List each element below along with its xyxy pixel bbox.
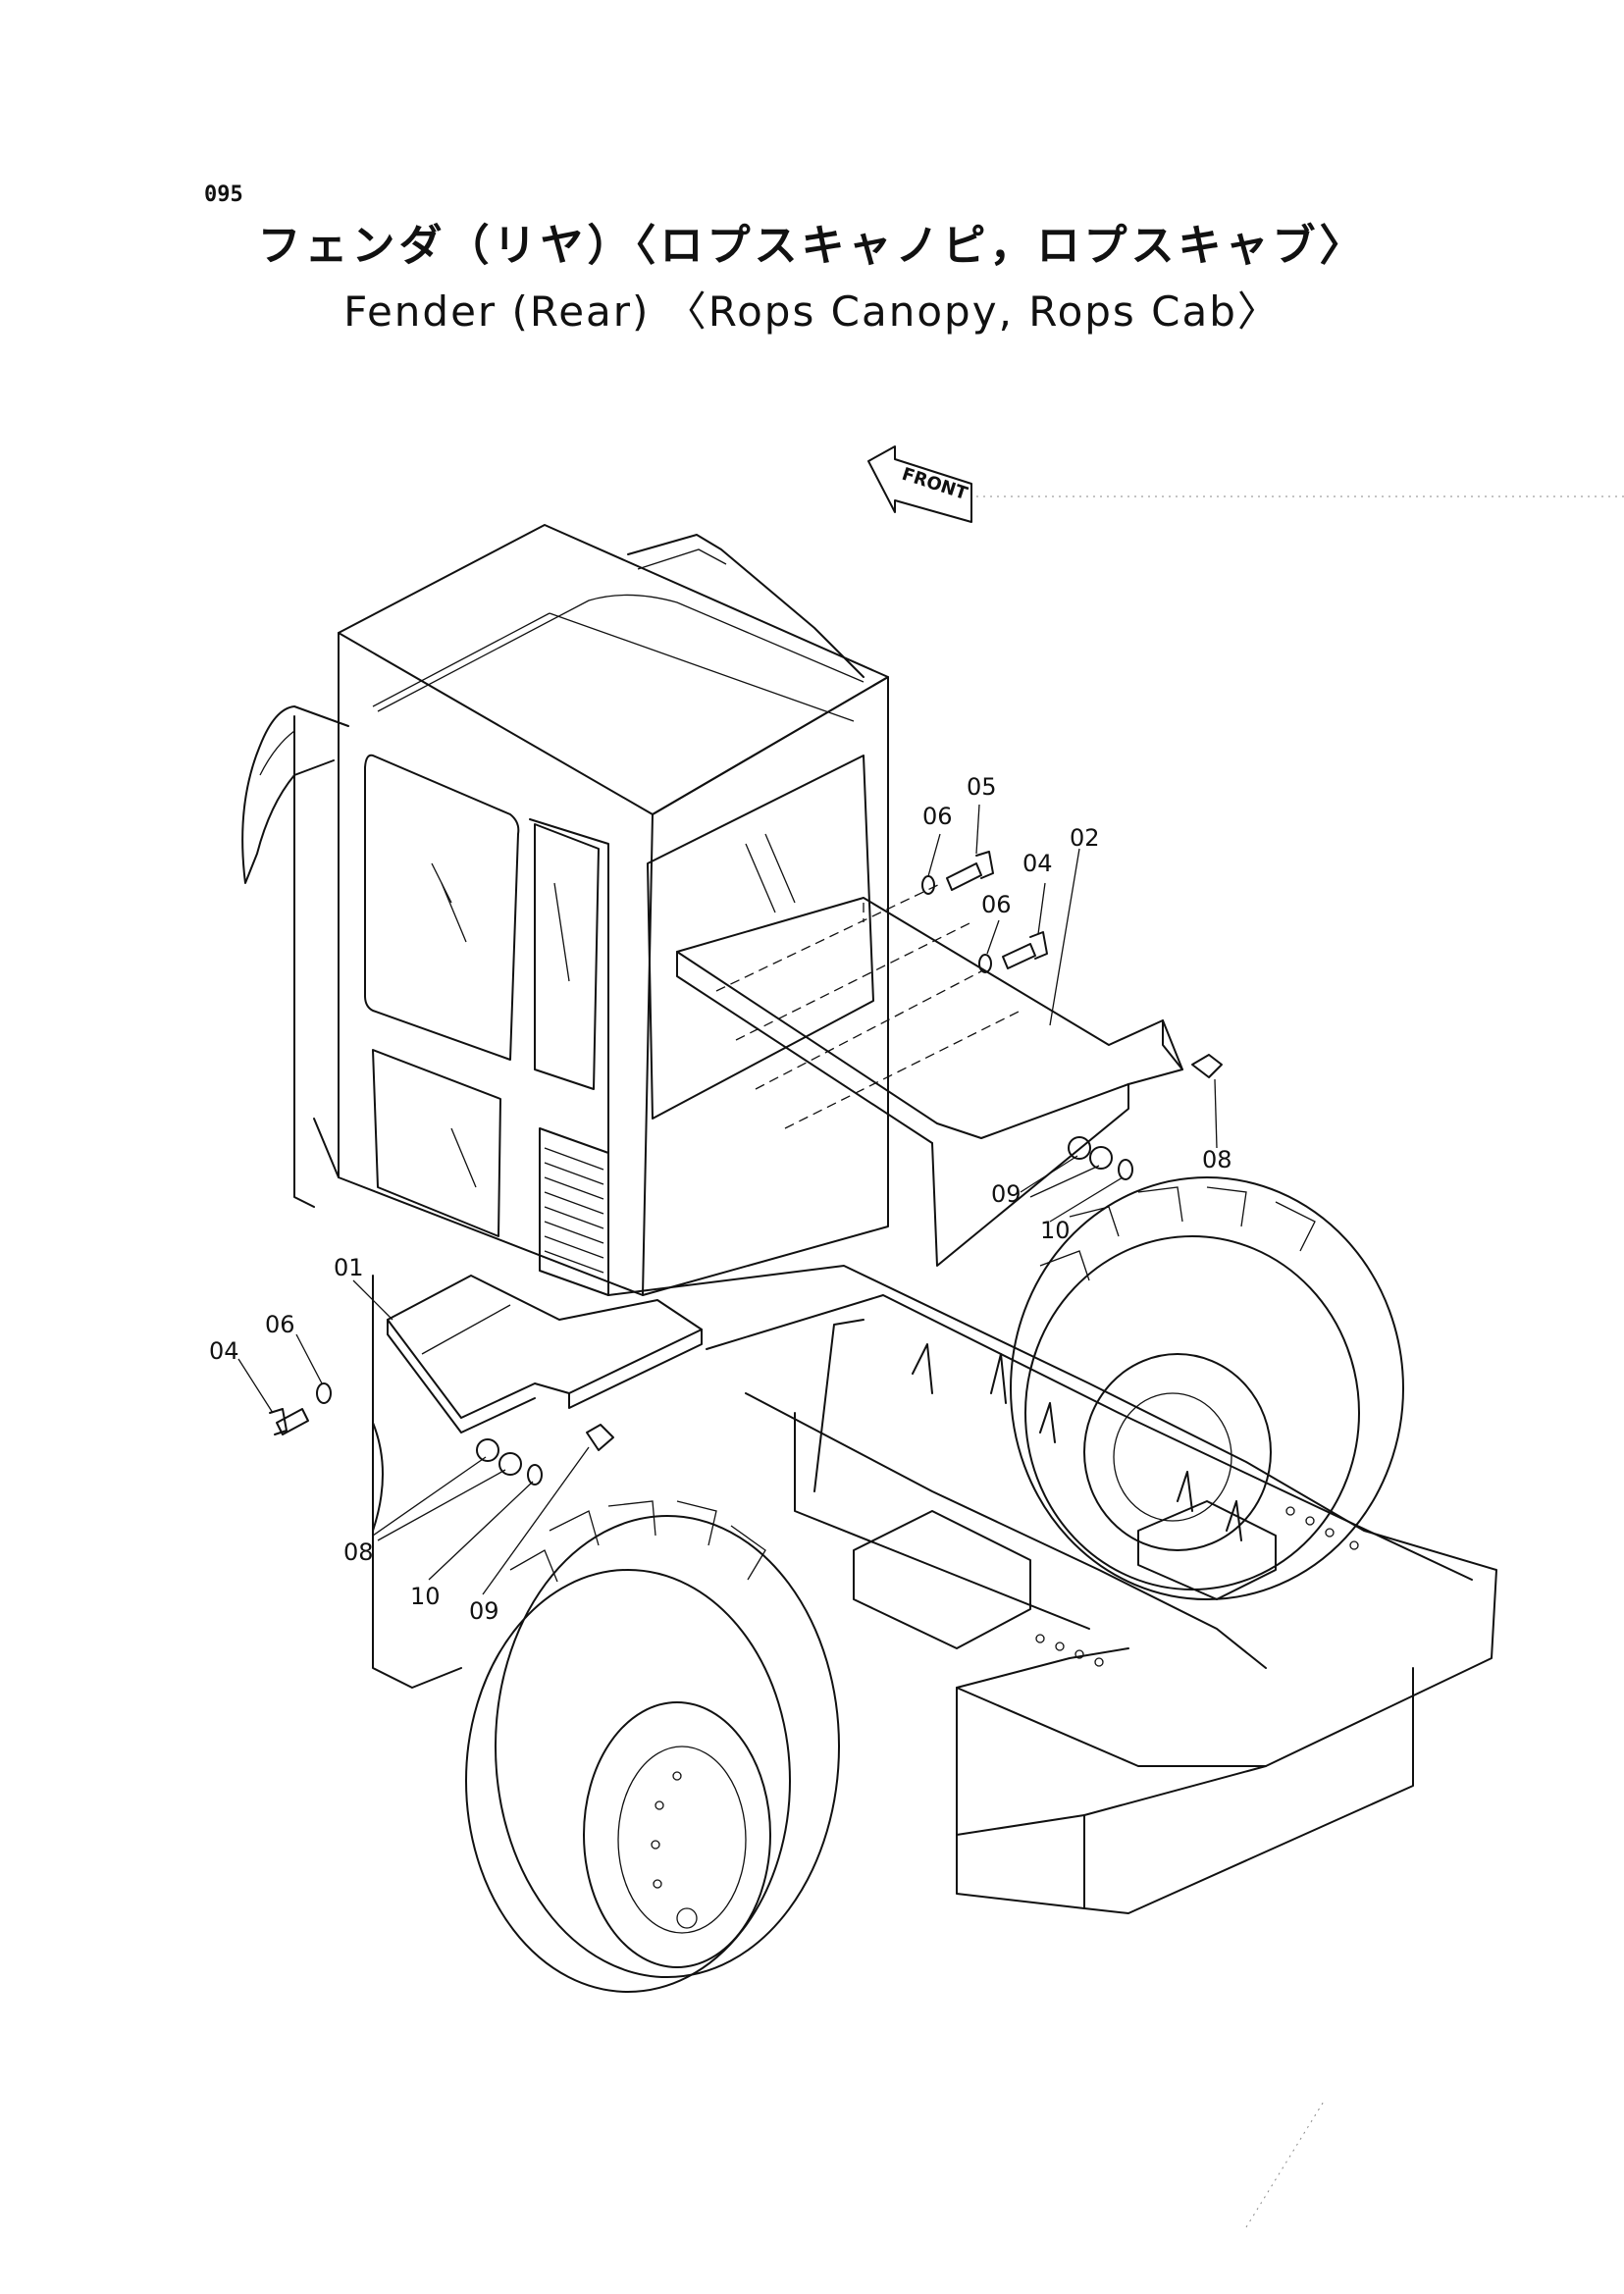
callout-10-right: 10 [1040, 1217, 1071, 1244]
front-arrow: FRONT [867, 445, 1624, 523]
callout-06-lower: 06 [265, 1311, 295, 1338]
chassis-frame [372, 1265, 1497, 1914]
fasteners-left [269, 1382, 614, 1486]
front-arrow-label: FRONT [899, 464, 970, 504]
callout-06-upper: 06 [922, 803, 953, 830]
cab-vent-louvre [539, 1127, 609, 1296]
title-english: Fender (Rear) 〈Rops Canopy, Rops Cab〉 [343, 287, 1281, 336]
callout-10-left: 10 [410, 1583, 441, 1610]
callout-04-upper: 04 [1022, 850, 1053, 877]
callout-06-middle: 06 [981, 891, 1012, 918]
callout-08-right: 08 [1202, 1146, 1232, 1173]
callout-08-left: 09 [469, 1597, 499, 1625]
scan-mark [1245, 2099, 1326, 2228]
callout-04-lower: 04 [209, 1337, 239, 1365]
callout-02: 02 [1070, 824, 1100, 852]
tire-left [465, 1500, 840, 1993]
callout-01: 01 [334, 1254, 364, 1281]
page-number: 095 [204, 182, 243, 207]
callout-09-left: 08 [343, 1538, 374, 1566]
fender-rear-right [676, 882, 1183, 1267]
callout-05: 05 [967, 773, 997, 801]
fender-rear-left [387, 1275, 703, 1434]
callout-09-right: 09 [991, 1180, 1022, 1208]
fasteners-right [921, 851, 1223, 1180]
cab [241, 524, 889, 1296]
callout-labels: 06 05 02 04 06 08 09 10 01 06 04 08 10 0… [209, 773, 1232, 1625]
tire-right [1010, 1176, 1404, 1600]
leader-lines [237, 804, 1218, 1595]
title-japanese: フェンダ（リヤ）〈ロプスキャノピ，ロプスキャブ〉 [257, 221, 1367, 271]
cab-handrail [241, 705, 349, 1208]
